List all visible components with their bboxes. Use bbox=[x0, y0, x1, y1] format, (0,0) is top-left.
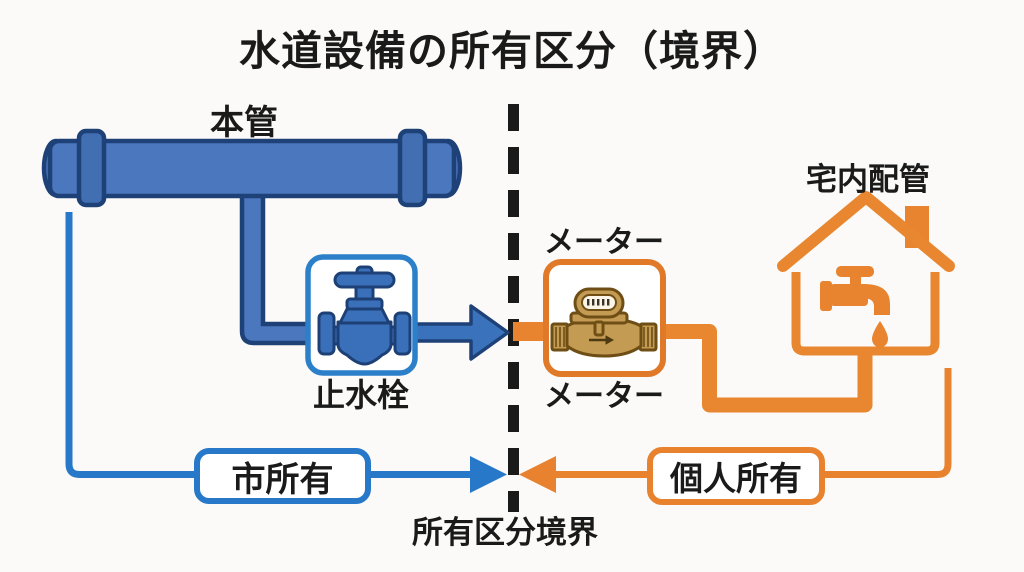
private-owned-label: 個人所有 bbox=[670, 460, 802, 497]
boundary-label: 所有区分境界 bbox=[412, 515, 598, 550]
city-ownership-line bbox=[65, 212, 507, 493]
house-piping-label: 宅内配管 bbox=[806, 162, 930, 197]
water-main-pipe-icon bbox=[41, 128, 463, 208]
main-pipe-label: 本管 bbox=[210, 104, 278, 142]
diagram-title: 水道設備の所有区分（境界） bbox=[239, 28, 785, 74]
stop-valve-label: 止水栓 bbox=[312, 377, 409, 413]
water-meter-icon bbox=[550, 287, 658, 358]
gate-valve-icon bbox=[317, 265, 412, 366]
faucet-icon bbox=[820, 266, 890, 315]
city-ownership-box bbox=[194, 448, 371, 504]
private-ownership-box bbox=[647, 447, 825, 505]
meter-label-bottom: メーター bbox=[544, 380, 664, 413]
city-owned-label: 市所有 bbox=[231, 460, 334, 499]
blue-flow-arrow-icon bbox=[411, 304, 510, 361]
blue-right-arrow-icon bbox=[470, 456, 507, 493]
water-drop-icon bbox=[872, 321, 888, 348]
house-icon bbox=[777, 191, 955, 356]
orange-left-arrow-icon bbox=[519, 456, 556, 493]
meter-box bbox=[543, 259, 666, 377]
stop-valve-box bbox=[305, 254, 418, 376]
boundary-to-meter-pipe bbox=[513, 322, 548, 341]
private-ownership-line bbox=[519, 368, 952, 493]
meter-label-top: メーター bbox=[544, 226, 664, 259]
branch-pipe-icon bbox=[239, 187, 319, 346]
indoor-pipe bbox=[660, 324, 873, 413]
